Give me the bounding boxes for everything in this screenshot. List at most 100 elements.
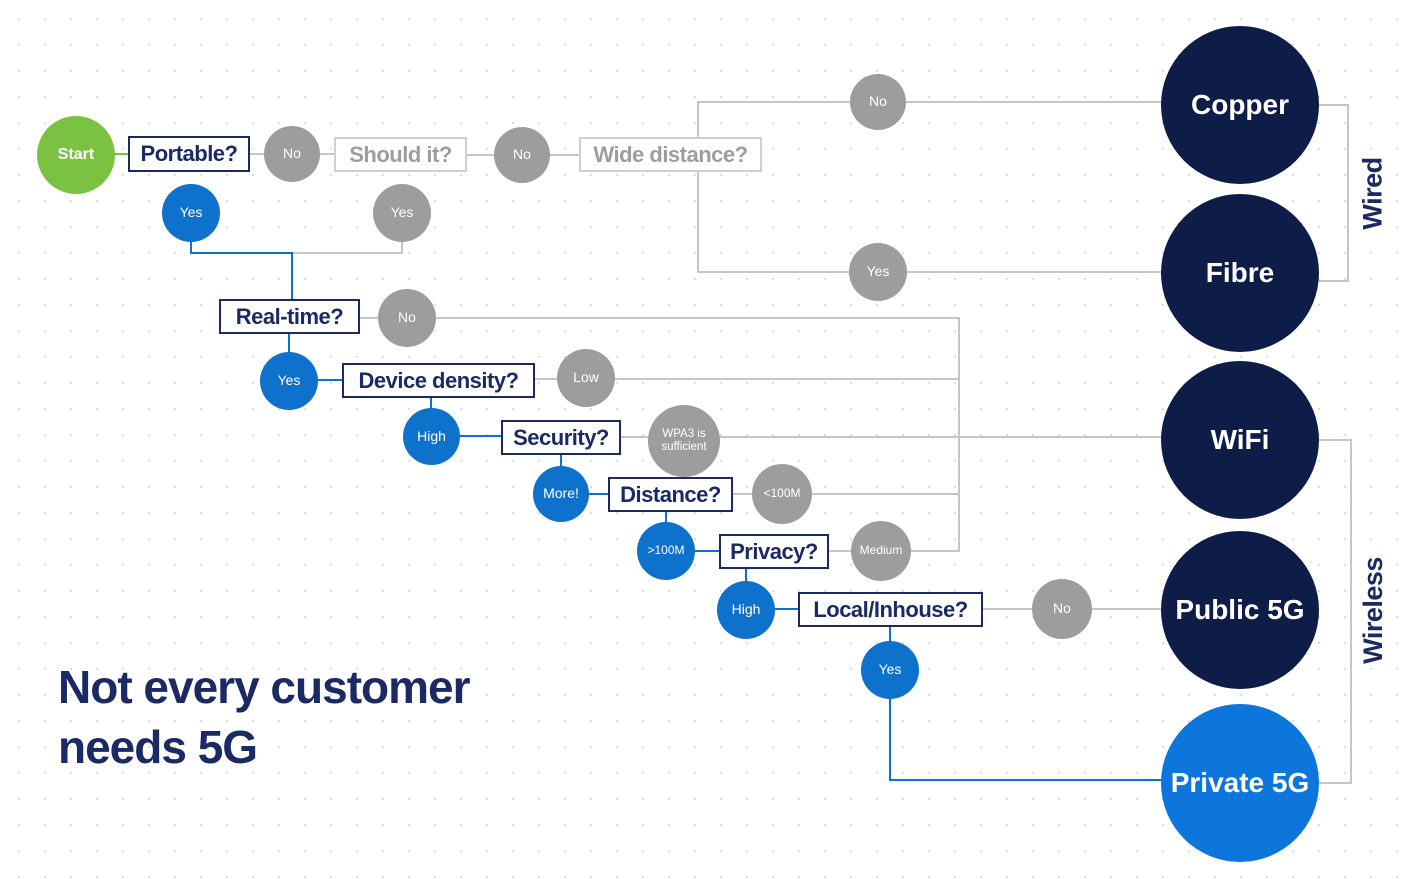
- answer-label: >100M: [647, 543, 685, 558]
- answer-label: No: [283, 145, 301, 162]
- decision-should-it: Should it?: [334, 137, 467, 172]
- connector-yes-density: [318, 379, 344, 381]
- connector-start-portable: [114, 153, 130, 155]
- answer-distance-lt100: <100M: [752, 464, 812, 524]
- answer-wide-distance-no: No: [850, 74, 906, 130]
- decision-privacy: Privacy?: [719, 534, 829, 569]
- answer-label: No: [869, 93, 887, 110]
- answer-label: No: [398, 309, 416, 326]
- answer-label: Yes: [390, 204, 414, 221]
- answer-label: More!: [543, 485, 579, 502]
- group-label-wired: Wired: [1344, 130, 1402, 256]
- connector-widedistance-down: [697, 172, 699, 272]
- answer-privacy-high: High: [717, 581, 775, 639]
- connector-widedistance-up: [697, 101, 699, 138]
- answer-label: Medium: [859, 543, 903, 558]
- answer-label: High: [417, 427, 446, 444]
- connector-shouldit-yes-down: [401, 242, 403, 254]
- outcome-copper: Copper: [1161, 26, 1319, 184]
- outcome-fibre: Fibre: [1161, 194, 1319, 352]
- answer-privacy-medium: Medium: [851, 521, 911, 581]
- connector-portable-yes-across: [190, 252, 293, 254]
- connector-realtime-no-collector: [360, 317, 959, 319]
- answer-label: No: [513, 146, 531, 163]
- bracket-private5g-stub: [1319, 782, 1352, 784]
- answer-label: Low: [573, 369, 599, 386]
- group-label-text: Wired: [1357, 156, 1388, 230]
- answer-density-high: High: [403, 408, 460, 465]
- answer-label: No: [1053, 600, 1071, 617]
- bracket-wireless-vertical: [1350, 439, 1352, 784]
- connector-gt100-privacy: [695, 550, 721, 552]
- connector-realtime-yes: [288, 334, 290, 353]
- answer-distance-gt100: >100M: [637, 522, 695, 580]
- connector-portable-yes-down: [190, 242, 192, 254]
- answer-label: Yes: [277, 372, 301, 389]
- connector-local-yes: [889, 627, 891, 642]
- page-title: Not every customer needs 5G: [58, 657, 470, 777]
- answer-label: WPA3 is sufficient: [661, 428, 707, 453]
- bracket-wired-vertical: [1347, 104, 1349, 282]
- answer-portable-no: No: [264, 126, 320, 182]
- decision-real-time: Real-time?: [219, 299, 360, 334]
- page-title-line1: Not every customer: [58, 661, 470, 713]
- answer-label: High: [731, 601, 761, 618]
- connector-shouldit-yes-join: [291, 252, 403, 254]
- decision-security-label: Security?: [513, 424, 609, 450]
- answer-label: Yes: [179, 204, 203, 221]
- outcome-label: WiFi: [1210, 424, 1270, 455]
- answer-label: Yes: [878, 661, 902, 678]
- group-label-wireless: Wireless: [1344, 535, 1402, 685]
- answer-security-wpa3: WPA3 is sufficient: [648, 405, 720, 477]
- decision-device-density-label: Device density?: [358, 367, 519, 393]
- connector-density-high: [430, 398, 432, 410]
- answer-portable-yes: Yes: [162, 184, 220, 242]
- answer-security-more: More!: [533, 466, 589, 522]
- answer-wide-distance-yes: Yes: [849, 243, 907, 301]
- decision-security: Security?: [501, 420, 621, 455]
- bracket-fibre-stub: [1319, 280, 1349, 282]
- answer-label: Yes: [866, 263, 890, 280]
- decision-privacy-label: Privacy?: [730, 538, 818, 564]
- answer-should-it-yes: Yes: [373, 184, 431, 242]
- decision-wide-distance-label: Wide distance?: [593, 141, 748, 167]
- connector-more-distance: [589, 493, 610, 495]
- decision-portable-label: Portable?: [140, 141, 238, 166]
- connector-density-low-collector: [535, 378, 959, 380]
- connector-distance-gt100: [665, 512, 667, 523]
- answer-local-no: No: [1032, 579, 1092, 639]
- answer-real-time-yes: Yes: [260, 352, 318, 410]
- decision-should-it-label: Should it?: [349, 141, 452, 167]
- outcome-wifi: WiFi: [1161, 361, 1319, 519]
- connector-no-copper: [697, 101, 1163, 103]
- outcome-label: Public 5G: [1175, 594, 1305, 625]
- connector-join-realtime: [291, 252, 293, 299]
- outcome-label: Copper: [1191, 89, 1289, 120]
- connector-distance-lt100-collector: [733, 493, 959, 495]
- decision-local-inhouse: Local/Inhouse?: [798, 592, 983, 627]
- connector-high-security: [460, 435, 503, 437]
- outcome-label: Fibre: [1205, 257, 1275, 288]
- connector-yes-private5g: [889, 779, 1163, 781]
- decision-wide-distance: Wide distance?: [579, 137, 762, 172]
- answer-local-yes: Yes: [861, 641, 919, 699]
- start-label: Start: [57, 146, 95, 164]
- start-node: Start: [37, 116, 115, 194]
- outcome-public-5g: Public 5G: [1161, 531, 1319, 689]
- connector-collector-vertical: [958, 317, 960, 552]
- outcome-label: Private 5G: [1170, 767, 1310, 798]
- connector-security-wpa3-wifi: [621, 436, 1163, 438]
- decision-real-time-label: Real-time?: [235, 303, 344, 329]
- decision-distance: Distance?: [608, 477, 733, 512]
- answer-label: <100M: [763, 486, 801, 501]
- answer-real-time-no: No: [378, 289, 436, 347]
- bracket-wifi-stub: [1319, 439, 1352, 441]
- outcome-private-5g: Private 5G: [1161, 704, 1319, 862]
- page-title-line2: needs 5G: [58, 721, 258, 773]
- group-label-text: Wireless: [1357, 556, 1388, 664]
- connector-yes-fibre: [697, 271, 1163, 273]
- decision-device-density: Device density?: [342, 363, 535, 398]
- connector-high-local: [775, 608, 800, 610]
- connector-security-more: [560, 454, 562, 467]
